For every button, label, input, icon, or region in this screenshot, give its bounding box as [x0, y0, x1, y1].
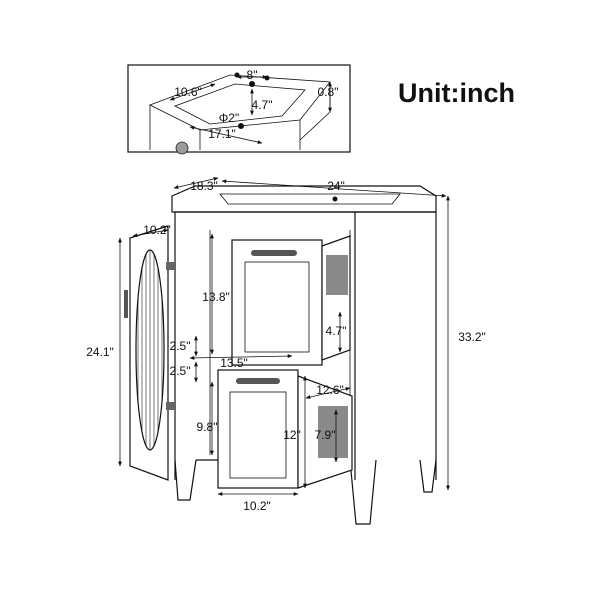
dim-line-door-width	[132, 228, 169, 238]
dim-door-height: 24.1"	[86, 345, 114, 359]
upper-drawer-panel	[244, 261, 310, 353]
leg-front-right	[349, 459, 377, 525]
dim-inner-width: 13.5"	[220, 356, 248, 370]
dim-basin-width: 17.1"	[208, 127, 236, 141]
inset-basin	[174, 83, 306, 125]
dim-lower-front: 12"	[283, 428, 301, 442]
faucet-hole-center-icon	[249, 81, 255, 87]
unit-title: Unit:inch	[398, 78, 515, 108]
upper-drawer-inside	[326, 255, 348, 295]
dim-line-basin-width	[189, 126, 263, 144]
dim-upper-drawer: 4.7"	[326, 324, 347, 338]
dim-gap-bottom: 2.5"	[170, 364, 191, 378]
dimension-labels: 18.3" 24" 33.2" 10.2" 24.1" 13.8" 4.7" 2…	[86, 179, 486, 513]
inset-frame	[127, 64, 351, 153]
dim-faucet-spacing: 8"	[247, 68, 258, 82]
dim-width: 24"	[327, 179, 345, 193]
cabinet-body	[174, 211, 437, 480]
cabinet-drawing	[124, 185, 437, 525]
dim-lower-drawer: 7.9"	[315, 428, 336, 442]
hinge-bottom-icon	[166, 402, 176, 410]
leg-front-left	[174, 459, 197, 501]
dim-line-width	[221, 179, 447, 198]
dim-line-basin-depth	[169, 83, 216, 101]
dimension-lines	[118, 177, 450, 496]
door-fluted-glass	[135, 249, 165, 451]
faucet-hole-right-icon	[264, 75, 270, 81]
upper-drawer-front	[231, 239, 323, 366]
door-handle-icon	[124, 290, 128, 318]
dim-rim-thickness: 0.8"	[318, 85, 339, 99]
inset-door-knob-icon	[175, 141, 189, 155]
dim-depth: 18.3"	[190, 179, 218, 193]
dim-drawer-width: 10.2"	[243, 499, 271, 513]
dim-faucet-to-drain: 4.7"	[252, 98, 273, 112]
upper-drawer-handle-icon	[251, 250, 297, 256]
lower-drawer-inside	[318, 406, 348, 458]
sink-inset: 8" 10.6" 4.7" 0.8" Φ2" 17.1"	[127, 64, 351, 155]
faucet-hole-icon	[332, 196, 338, 202]
lower-drawer-handle-icon	[236, 378, 280, 384]
dim-height: 33.2"	[458, 330, 486, 344]
lower-drawer-front	[217, 369, 299, 489]
dim-gap-top: 2.5"	[170, 339, 191, 353]
upper-drawer-side	[321, 235, 351, 361]
dim-lower-depth: 12.6"	[316, 383, 344, 397]
lower-drawer-panel	[229, 391, 287, 479]
dim-upper-opening: 13.8"	[202, 290, 230, 304]
dim-line-inner-width	[189, 354, 293, 360]
dim-line-depth	[173, 177, 219, 189]
dim-lower-opening: 9.8"	[197, 420, 218, 434]
hinge-top-icon	[166, 262, 176, 270]
leg-back-right	[419, 459, 437, 493]
inset-countertop	[149, 74, 331, 131]
dim-door-width: 10.2"	[143, 223, 171, 237]
dim-line-lower-depth	[305, 387, 351, 399]
dim-drain-diameter: Φ2"	[219, 111, 240, 125]
dim-basin-depth: 10.6"	[174, 85, 202, 99]
